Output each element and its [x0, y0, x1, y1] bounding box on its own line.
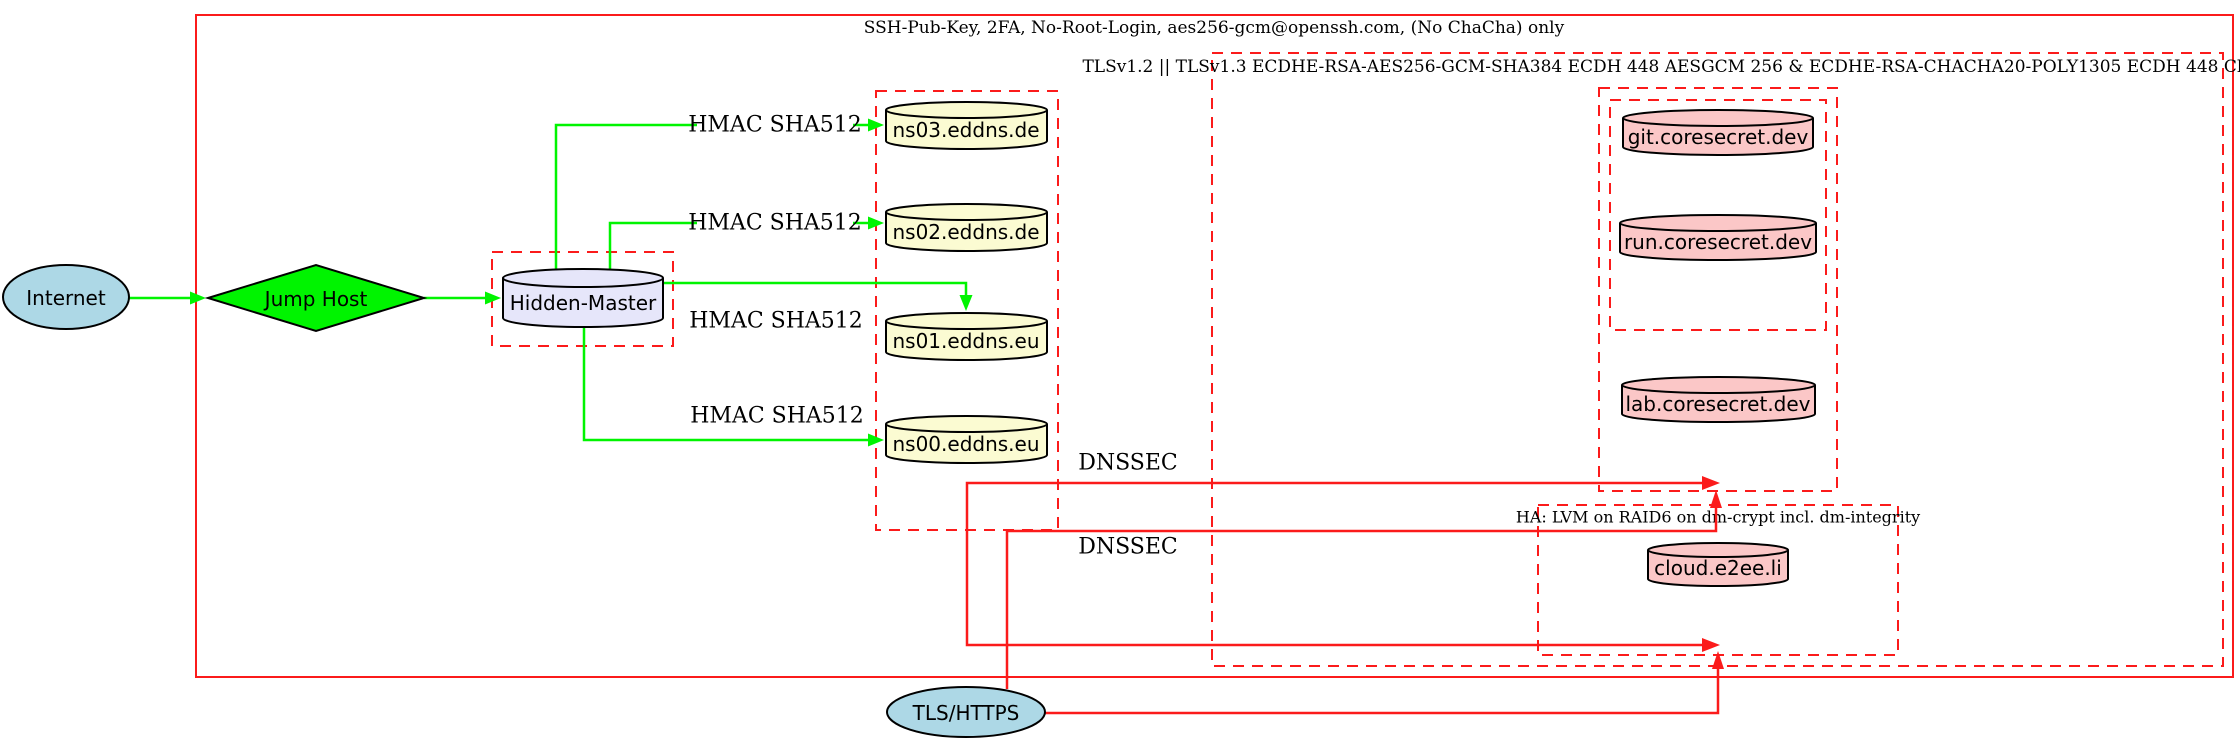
arrowhead-east [868, 216, 884, 230]
dns-cluster-border [875, 90, 1059, 531]
edge-label-hmac-ns00: HMAC SHA512 [690, 404, 864, 429]
arrowhead-east [868, 118, 884, 132]
edge-label-dnssec-1: DNSSEC [1078, 451, 1178, 476]
label-bg [697, 113, 853, 137]
run-label: run.coresecret.dev [1624, 230, 1812, 254]
tls-cluster-label: TLSv1.2 || TLSv1.3 ECDHE-RSA-AES256-GCM-… [1082, 57, 2240, 77]
ha-cluster-label: HA: LVM on RAID6 on dm-crypt incl. dm-in… [1516, 508, 1920, 527]
node-run-coresecret: run.coresecret.dev [1619, 214, 1817, 261]
cylinder-top-arc [885, 423, 1048, 433]
lab-label: lab.coresecret.dev [1625, 392, 1810, 416]
cylinder-top-arc [1622, 117, 1814, 127]
arrowhead-north [1712, 651, 1724, 669]
cluster-coresecret-inner [1609, 99, 1827, 331]
edge-line [965, 481, 1703, 647]
ns02-cylinder [885, 203, 1048, 252]
ns01-cylinder [885, 312, 1048, 361]
edge-tlshttps-to-coresecret [1005, 490, 1722, 689]
jump-host-label: Jump Host [263, 287, 368, 311]
node-internet: Internet [2, 264, 130, 330]
coresecret-outer-border [1598, 87, 1838, 492]
git-label: git.coresecret.dev [1628, 125, 1809, 149]
node-lab-coresecret: lab.coresecret.dev [1621, 376, 1816, 423]
run-cylinder [1619, 214, 1817, 261]
edge-dnssec-bracket [965, 476, 1720, 652]
cloud-label: cloud.e2ee.li [1654, 556, 1782, 580]
edge-label-hmac-ns03: HMAC SHA512 [688, 113, 862, 138]
node-ns02: ns02.eddns.de [885, 203, 1048, 252]
cylinder-top-arc [1621, 384, 1816, 394]
cluster-ssh-outer: SSH-Pub-Key, 2FA, No-Root-Login, aes256-… [195, 14, 2234, 678]
hmac-label: HMAC SHA512 [688, 113, 862, 138]
edge-line [582, 327, 869, 442]
node-jump-host: Jump Host [204, 263, 428, 333]
label-bg [697, 211, 853, 235]
node-tls-https: TLS/HTTPS [886, 686, 1046, 738]
node-ns03: ns03.eddns.de [885, 101, 1048, 150]
node-hidden-master: Hidden-Master [502, 268, 664, 328]
cylinder-top-arc [1619, 222, 1817, 232]
jump-host-diamond [204, 263, 428, 333]
arrowhead-east-coresecret [1702, 476, 1720, 490]
edge-tlshttps-to-ha [1045, 651, 1724, 715]
tls-https-ellipse [886, 686, 1046, 738]
cluster-dns [875, 90, 1059, 531]
lab-cylinder [1621, 376, 1816, 423]
node-git-coresecret: git.coresecret.dev [1622, 109, 1814, 156]
arrowhead-east [485, 291, 501, 305]
edge-label-hmac-ns01: HMAC SHA512 [689, 309, 863, 334]
hidden-master-cylinder [502, 268, 664, 328]
ns03-cylinder [885, 101, 1048, 150]
cylinder-top-arc [885, 211, 1048, 221]
hmac-label: HMAC SHA512 [688, 211, 862, 236]
arrowhead-east-ha [1702, 638, 1720, 652]
edge-hiddenmaster-to-ns03 [554, 118, 884, 269]
cylinder-top-arc [1647, 549, 1789, 558]
ns00-cylinder [885, 415, 1048, 464]
edge-jumphost-to-hiddenmaster [424, 291, 501, 305]
hidden-master-label: Hidden-Master [510, 291, 657, 315]
ssh-cluster-border [195, 14, 2234, 678]
node-ns00: ns00.eddns.eu [885, 415, 1048, 464]
node-ns01: ns01.eddns.eu [885, 312, 1048, 361]
git-cylinder [1622, 109, 1814, 156]
ssh-cluster-label: SSH-Pub-Key, 2FA, No-Root-Login, aes256-… [864, 18, 1565, 38]
cloud-cylinder [1647, 542, 1789, 587]
edge-internet-to-jumphost [129, 291, 206, 305]
coresecret-inner-border [1609, 99, 1827, 331]
edge-line [663, 281, 968, 296]
arrowhead-east [868, 433, 884, 447]
edge-line [554, 123, 869, 269]
edge-hiddenmaster-to-ns00 [582, 327, 884, 447]
cluster-coresecret-outer [1598, 87, 1838, 492]
ns02-label: ns02.eddns.de [892, 220, 1039, 244]
edge-line [1005, 507, 1718, 689]
tls-https-label: TLS/HTTPS [912, 701, 1020, 725]
arrowhead-south [959, 295, 973, 311]
ns01-label: ns01.eddns.eu [892, 329, 1039, 353]
edge-label-dnssec-2: DNSSEC [1078, 535, 1178, 560]
edge-hiddenmaster-to-ns01 [663, 281, 973, 311]
cylinder-top-arc [885, 109, 1048, 119]
cylinder-top-arc [502, 277, 664, 288]
edge-label-hmac-ns02: HMAC SHA512 [688, 211, 862, 236]
node-cloud-e2ee: cloud.e2ee.li [1647, 542, 1789, 587]
cylinder-top-arc [885, 320, 1048, 330]
edge-line [1045, 668, 1720, 715]
ns00-label: ns00.eddns.eu [892, 432, 1039, 456]
internet-label: Internet [26, 286, 106, 310]
arrowhead-east [190, 291, 206, 305]
ns03-label: ns03.eddns.de [892, 118, 1039, 142]
internet-ellipse [2, 264, 130, 330]
arrowhead-north [1710, 490, 1722, 508]
